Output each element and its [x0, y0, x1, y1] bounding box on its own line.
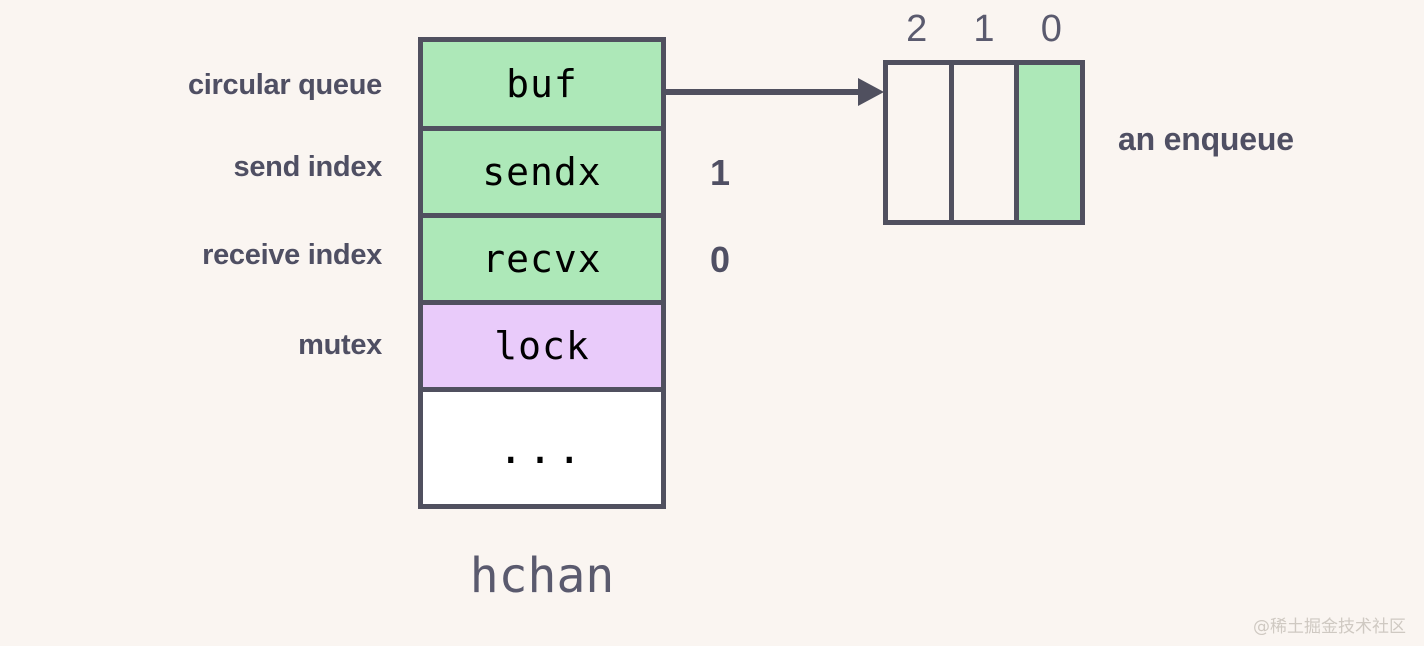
- buffer-array: 2 1 0: [883, 10, 1085, 225]
- buffer-index-0: 0: [1040, 8, 1062, 50]
- buffer-cell-2: [888, 65, 954, 220]
- sendx-value: 1: [710, 152, 731, 193]
- struct-field-sendx: sendx: [423, 131, 661, 218]
- struct-field-recvx: recvx: [423, 218, 661, 305]
- enqueue-caption: an enqueue: [1118, 121, 1294, 157]
- struct-field-buf: buf: [423, 42, 661, 131]
- label-circular-queue: circular queue: [187, 69, 382, 101]
- watermark: @稀土掘金技术社区: [1253, 617, 1406, 637]
- struct-name-label: hchan: [469, 548, 615, 604]
- buffer-cell-0: [1019, 65, 1081, 220]
- label-receive-index: receive index: [202, 239, 382, 271]
- buffer-index-1: 1: [973, 8, 995, 50]
- buffer-array-cells: [883, 60, 1085, 225]
- left-label-column: circular queue send index receive index …: [0, 0, 382, 646]
- struct-field-ellipsis: ...: [423, 392, 661, 504]
- buf-pointer-arrow-icon: [664, 78, 884, 106]
- buffer-array-index-labels: 2 1 0: [883, 10, 1085, 48]
- buffer-cell-1: [953, 65, 1020, 220]
- label-send-index: send index: [233, 151, 383, 183]
- struct-field-lock: lock: [423, 305, 661, 392]
- label-mutex: mutex: [298, 329, 382, 361]
- hchan-struct-box: buf sendx recvx lock ...: [418, 37, 666, 509]
- buffer-index-2: 2: [906, 8, 928, 50]
- recvx-value: 0: [710, 239, 731, 280]
